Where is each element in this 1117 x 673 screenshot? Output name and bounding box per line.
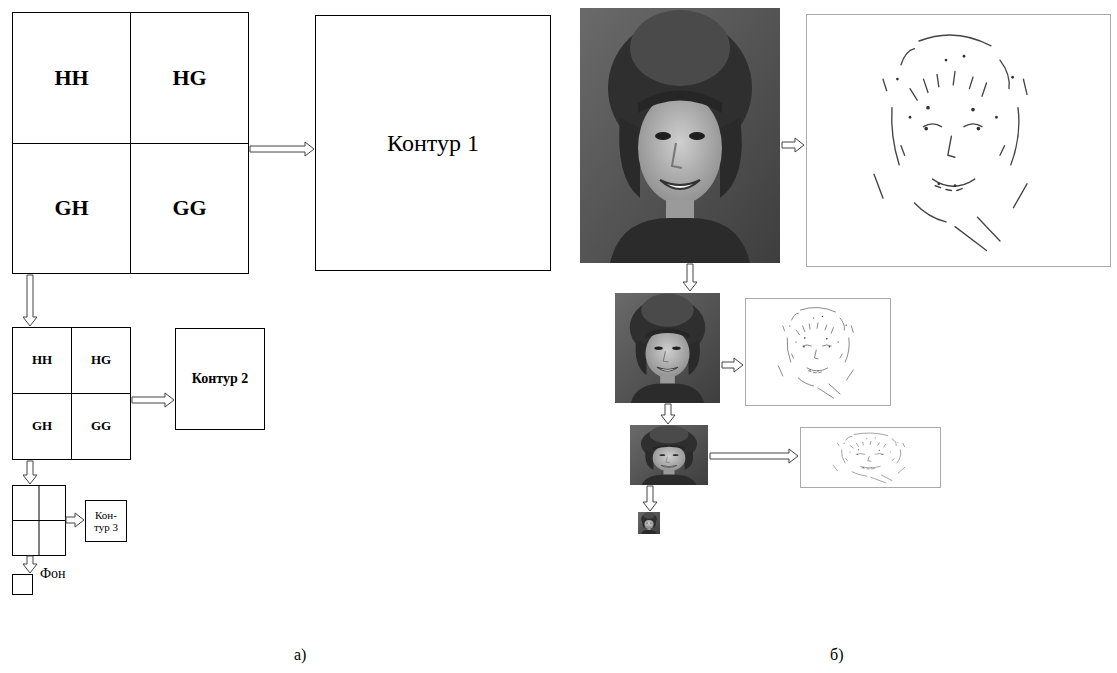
node-text: HH: [32, 353, 52, 367]
panel-label: б): [828, 646, 845, 664]
block-arrow: [710, 449, 798, 463]
portrait-level-2: [615, 293, 720, 403]
contour-box: Контур 1: [315, 15, 551, 271]
block-arrow: [66, 513, 84, 527]
block-arrow: [722, 358, 743, 372]
contour-box: Кон-тур 3: [85, 500, 127, 542]
subband-cell: GG: [130, 143, 249, 274]
grid-level-3: [13, 486, 66, 556]
background-box: [13, 575, 33, 595]
node-text: GH: [54, 196, 88, 220]
subband-cell: HH: [12, 12, 131, 144]
subband-cell: GH: [12, 143, 131, 274]
block-arrow: [643, 486, 657, 511]
subband-cell: GG: [71, 393, 131, 460]
block-arrow: [683, 264, 697, 291]
portrait-level-1: [580, 8, 780, 263]
block-arrows: [23, 461, 84, 573]
block-arrow: [250, 142, 314, 156]
subband-cell: HG: [71, 327, 131, 394]
subband-cell: HH: [12, 327, 72, 394]
block-arrows: [643, 138, 804, 511]
node-text: GG: [172, 196, 206, 220]
node-text: HG: [91, 353, 111, 367]
block-arrow: [661, 404, 675, 424]
node-text: Кон-тур 3: [89, 509, 123, 533]
background-label: Фон: [12, 574, 33, 595]
node-text: HG: [172, 66, 206, 90]
block-arrow: [132, 393, 174, 407]
panel-label: а): [292, 646, 308, 664]
contour-frame: [746, 299, 891, 406]
node-text: Контур 2: [192, 371, 249, 386]
subband-cell: HG: [130, 12, 249, 144]
block-arrow: [23, 275, 37, 326]
contour-frame: [807, 15, 1111, 267]
node-text: GH: [32, 419, 52, 433]
contour-image-1: [874, 35, 1027, 251]
contour-box: Контур 2: [175, 328, 265, 430]
portrait-level-4: [638, 512, 660, 534]
caption-text: Фон: [40, 566, 66, 581]
node-text: GG: [91, 419, 111, 433]
block-arrow: [23, 556, 37, 573]
portrait-level-3: [630, 425, 708, 485]
contour-image-3: [833, 433, 904, 483]
node-text: Контур 1: [387, 130, 479, 156]
contour-frame: [801, 428, 941, 488]
block-arrow: [23, 461, 37, 484]
block-arrow: [782, 138, 804, 152]
node-text: HH: [54, 66, 88, 90]
contour-image-2: [778, 307, 853, 398]
subband-cell: GH: [12, 393, 72, 460]
